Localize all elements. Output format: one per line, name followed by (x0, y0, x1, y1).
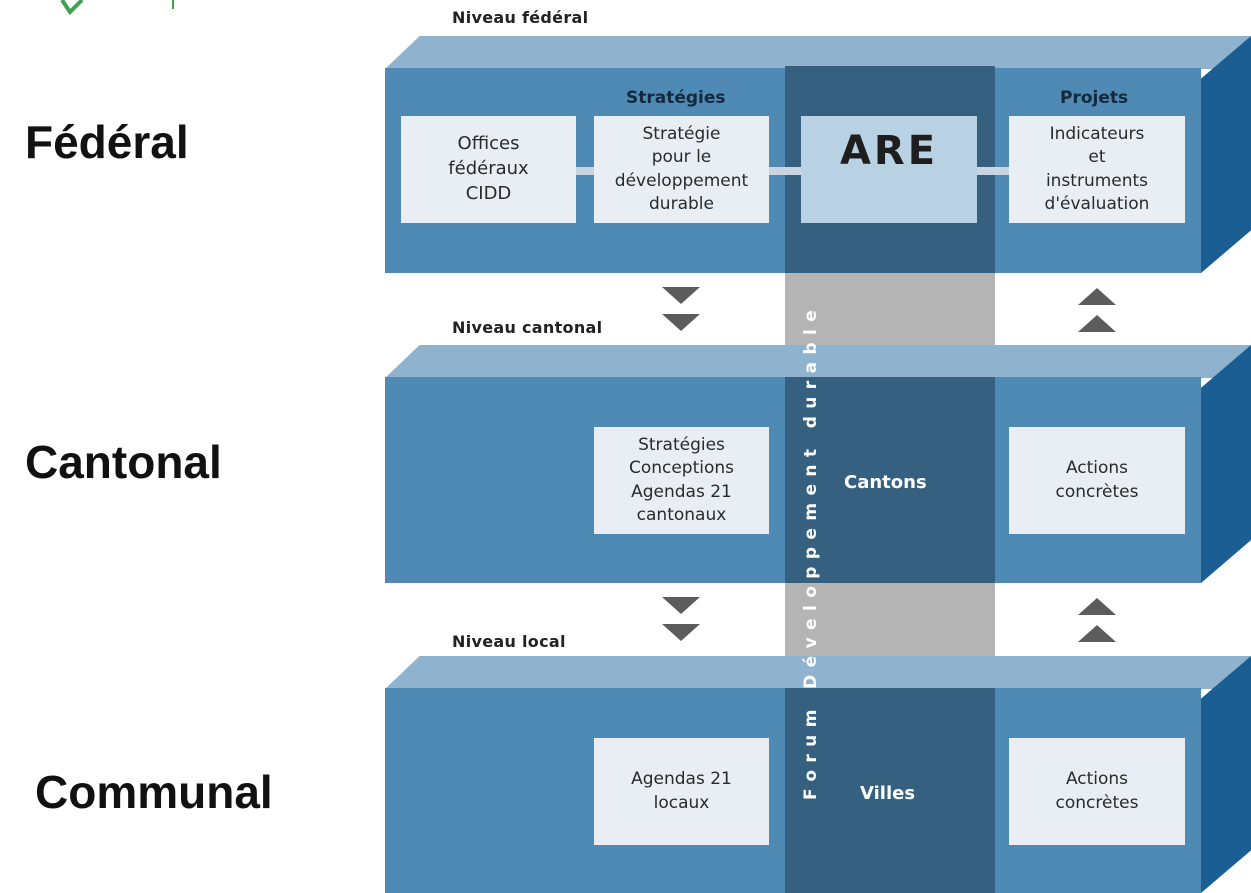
projects-heading: Projets (1060, 88, 1129, 108)
communal-slab-top (385, 656, 1251, 689)
leaf-logo-icon (60, 0, 174, 16)
arrow-down-icon (662, 624, 700, 641)
connector-are-indicators (977, 167, 1009, 175)
connector-offices-strategy (576, 167, 594, 175)
forum-band-communal (785, 688, 995, 893)
box-actions-cantonales: Actions concrètes (1009, 427, 1185, 534)
arrow-down-icon (662, 314, 700, 331)
arrow-up-icon (1078, 625, 1116, 642)
box-actions-communales: Actions concrètes (1009, 738, 1185, 845)
box-strategies-cantonales: Stratégies Conceptions Agendas 21 canton… (594, 427, 769, 534)
federal-slab-side (1201, 36, 1251, 273)
box-indicateurs: Indicateurs et instruments d'évaluation (1009, 116, 1185, 223)
forum-band-cantonal (785, 377, 995, 583)
forum-gap-upper (785, 273, 995, 345)
connector-strategy-are (769, 167, 801, 175)
communal-slab-side (1201, 656, 1251, 893)
arrow-up-icon (1078, 598, 1116, 615)
forum-gap-lower (785, 583, 995, 656)
federal-level-title: Fédéral (25, 116, 189, 168)
box-agendas-locaux: Agendas 21 locaux (594, 738, 769, 845)
box-offices-federaux: Offices fédéraux CIDD (401, 116, 576, 223)
arrow-down-icon (662, 597, 700, 614)
arrow-up-icon (1078, 315, 1116, 332)
box-are: ARE (801, 116, 977, 223)
cantonal-slab-side (1201, 345, 1251, 583)
arrow-up-icon (1078, 288, 1116, 305)
local-level-label: Niveau local (452, 632, 566, 651)
communal-level-title: Communal (35, 766, 273, 818)
strategies-heading: Stratégies (626, 88, 726, 108)
villes-label: Villes (860, 783, 916, 804)
cantonal-level-title: Cantonal (25, 436, 222, 488)
cantons-label: Cantons (844, 472, 927, 493)
cantonal-level-label: Niveau cantonal (452, 318, 603, 337)
federal-level-label: Niveau fédéral (452, 8, 589, 27)
forum-vertical-label: Forum Développement durable (801, 302, 821, 800)
box-strategie-dd: Stratégie pour le développement durable (594, 116, 769, 223)
arrow-down-icon (662, 287, 700, 304)
federal-slab-top (385, 36, 1251, 69)
cantonal-slab-top (385, 345, 1251, 378)
